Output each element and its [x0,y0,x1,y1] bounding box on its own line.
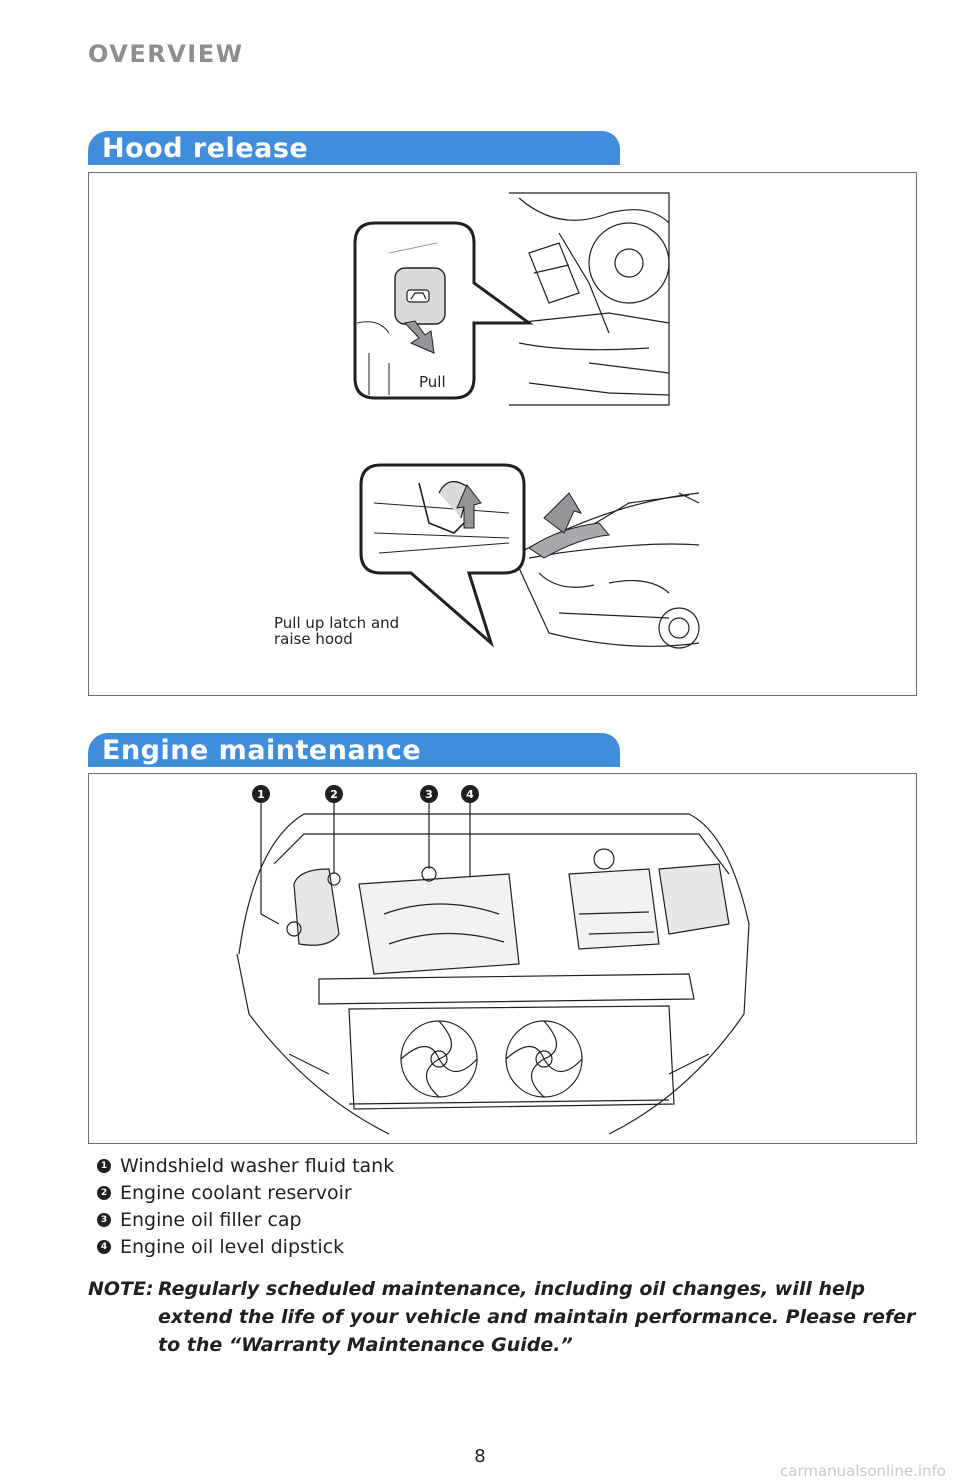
note-text: Regularly scheduled maintenance, includi… [158,1278,916,1356]
note-label: NOTE: [88,1278,154,1300]
raised-hood [528,522,610,559]
hood-release-heading: Hood release [88,131,620,165]
legend-item: 2 Engine coolant reservoir [97,1179,394,1206]
engine-parts-legend: 1 Windshield washer fluid tank 2 Engine … [97,1152,394,1260]
watermark: carmanualsonline.info [780,1462,946,1480]
legend-number-badge: 2 [97,1185,111,1200]
dashboard-drawing [509,192,670,406]
legend-number-badge: 3 [97,1212,111,1227]
engine-compartment-panel: 1 2 3 4 [88,773,917,1144]
page-section-title: OVERVIEW [88,40,244,68]
hood-release-illustration-panel: Pull Pull up latch and raise hood [88,172,917,696]
legend-item: 3 Engine oil filler cap [97,1206,394,1233]
svg-text:1: 1 [257,788,265,801]
callout-2: 2 [325,785,343,874]
engine-compartment-illustration: 1 2 3 4 [236,785,750,1135]
svg-text:2: 2 [330,788,338,801]
legend-number-badge: 4 [97,1239,111,1254]
page-number: 8 [474,1446,486,1467]
engine-bay-drawing [236,813,750,1135]
raise-arrow [543,492,583,534]
legend-item: 1 Windshield washer fluid tank [97,1152,394,1179]
legend-item: 4 Engine oil level dipstick [97,1233,394,1260]
callout-3: 3 [420,785,438,869]
pull-label: Pull [419,373,446,391]
legend-number-badge: 1 [97,1158,111,1173]
legend-label: Engine oil level dipstick [120,1235,345,1258]
hood-release-lever-inset: Pull [353,221,534,400]
maintenance-note: NOTE: Regularly scheduled maintenance, i… [88,1275,918,1359]
legend-label: Windshield washer fluid tank [120,1154,395,1177]
callout-1: 1 [252,785,280,925]
engine-maintenance-heading: Engine maintenance [88,733,620,767]
svg-text:3: 3 [425,788,433,801]
svg-text:4: 4 [466,788,474,801]
latch-label-line1: Pull up latch and [274,614,399,632]
legend-label: Engine oil filler cap [120,1208,302,1231]
legend-label: Engine coolant reservoir [120,1181,352,1204]
hood-release-illustration: Pull Pull up latch and raise hood [274,192,700,649]
hood-latch-inset [359,463,526,648]
latch-label-line2: raise hood [274,630,353,648]
